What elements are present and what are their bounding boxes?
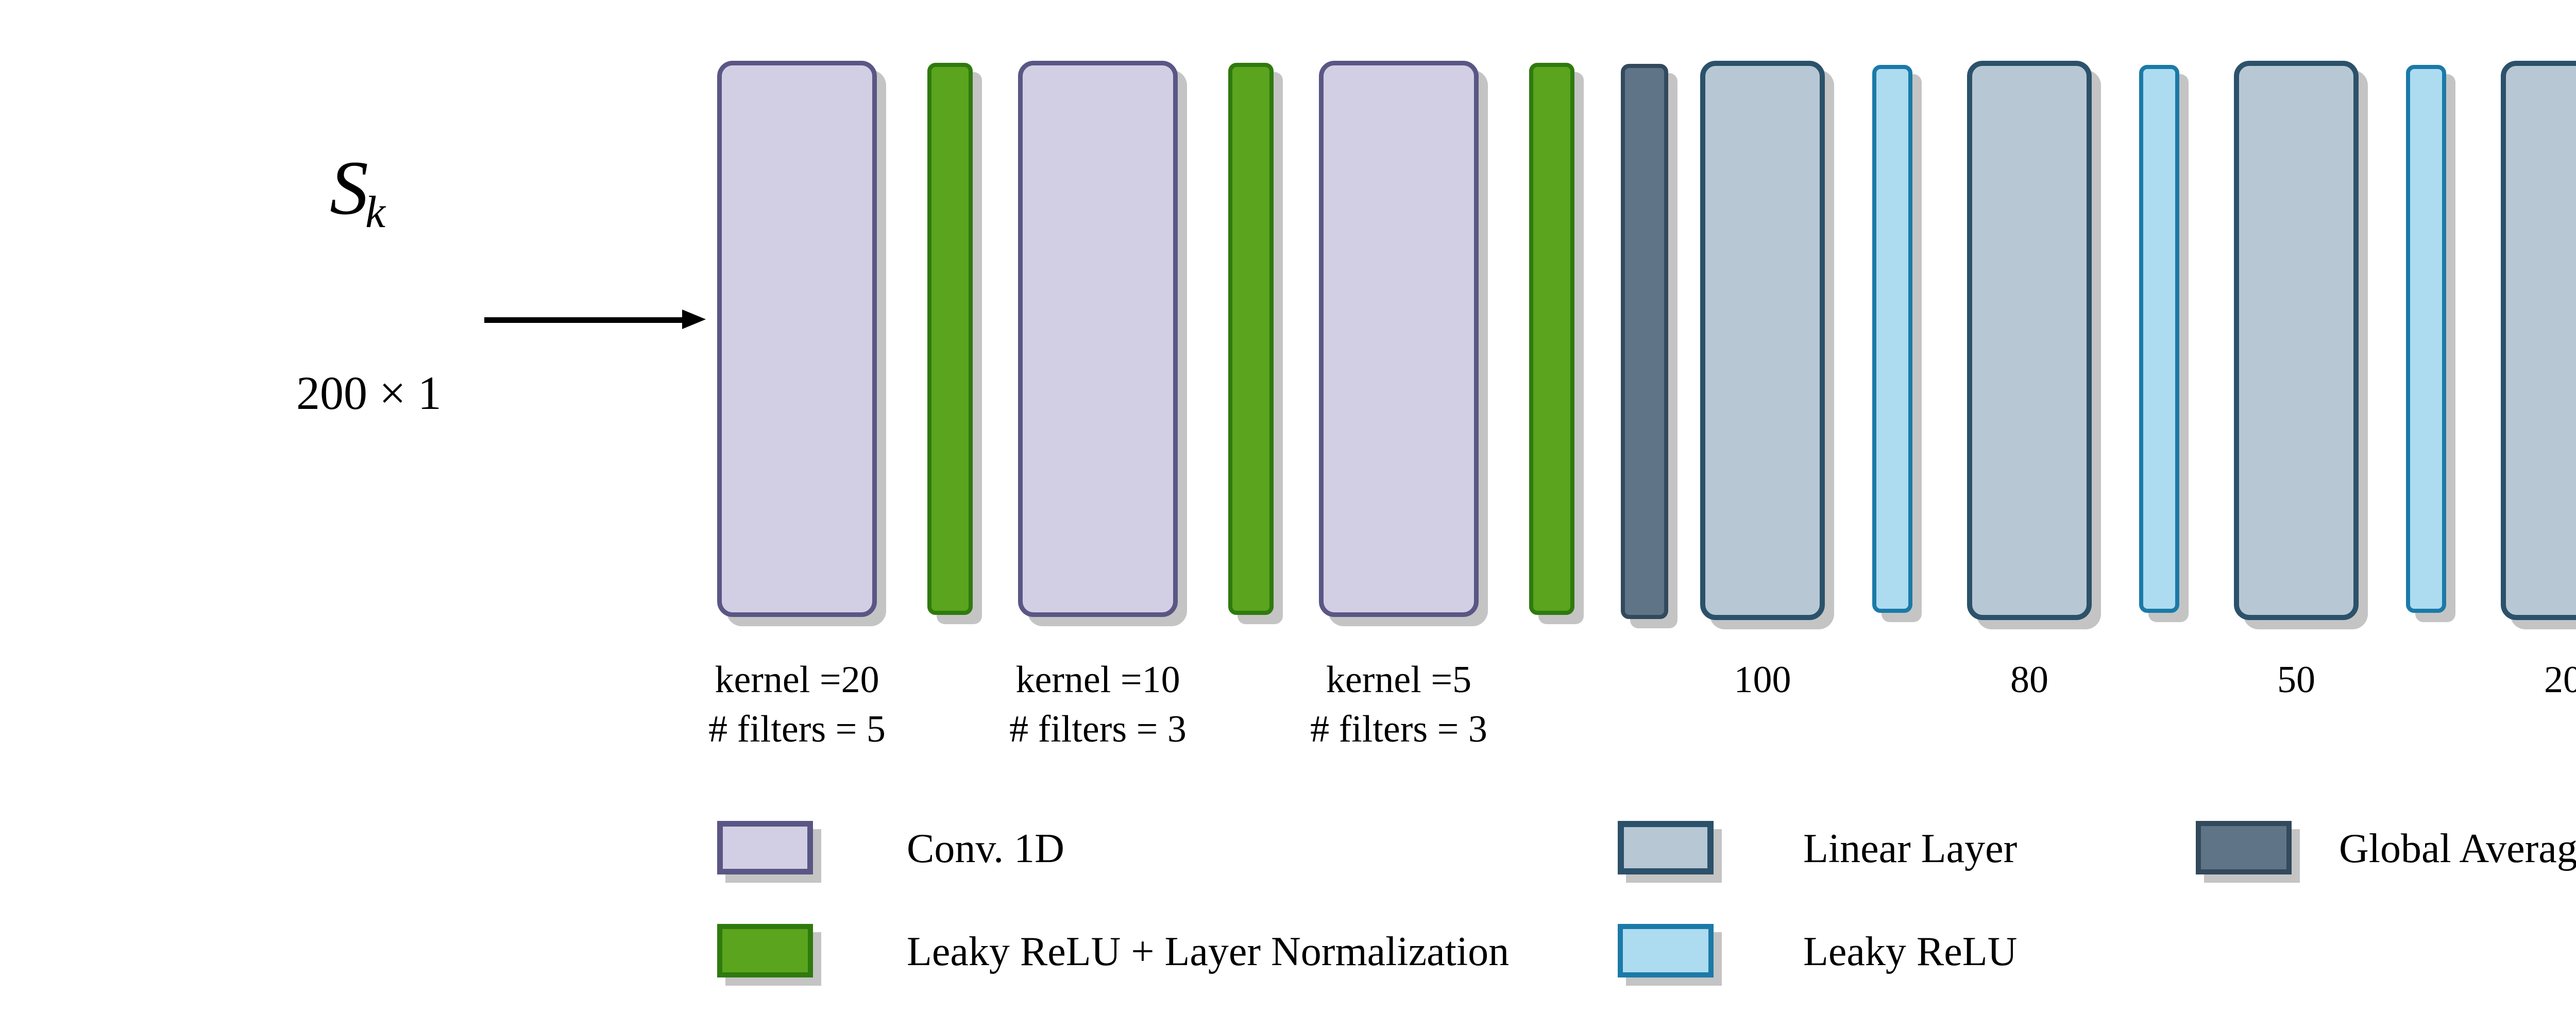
label-line-1: kernel =5 bbox=[1326, 659, 1472, 701]
swatch-body bbox=[717, 821, 813, 874]
legend-relu-text: Leaky ReLU bbox=[1803, 929, 2018, 974]
block-body bbox=[927, 63, 973, 615]
input-symbol-main: S bbox=[330, 145, 368, 231]
block-body bbox=[2406, 65, 2446, 613]
block-body bbox=[1018, 61, 1178, 617]
conv2-label: kernel =10 # filters = 3 bbox=[840, 655, 1355, 754]
input-dimensions-label: 200 × 1 bbox=[296, 367, 442, 419]
conv1d-block bbox=[1319, 61, 1488, 626]
leaky-relu-block bbox=[1872, 65, 1922, 622]
linear2-label: 80 bbox=[1772, 655, 2287, 705]
legend-green-text: Leaky ReLU + Layer Normalization bbox=[907, 929, 1510, 974]
label-line-1: kernel =20 bbox=[715, 659, 879, 701]
linear4-label: 20 bbox=[2306, 655, 2576, 705]
block-body bbox=[1621, 64, 1668, 619]
swatch-body bbox=[1618, 821, 1714, 874]
conv1-label: kernel =20 # filters = 5 bbox=[539, 655, 1055, 754]
linear-layer-block bbox=[2501, 61, 2576, 629]
label-line-1: kernel =10 bbox=[1015, 659, 1180, 701]
block-body bbox=[2234, 61, 2359, 620]
linear3-label: 50 bbox=[2039, 655, 2554, 705]
leaky-relu-layernorm-block bbox=[1529, 63, 1584, 624]
global-average-pooling-block bbox=[1621, 64, 1677, 628]
block-body bbox=[1967, 61, 2092, 620]
input-symbol-subscript: k bbox=[365, 187, 386, 238]
conv3-label: kernel =5 # filters = 3 bbox=[1141, 655, 1656, 754]
linear1-label: 100 bbox=[1505, 655, 2020, 705]
linear-layer-block bbox=[1700, 61, 1834, 629]
swatch-body bbox=[717, 924, 813, 977]
block-body bbox=[2139, 65, 2179, 613]
swatch-body bbox=[2196, 821, 2292, 874]
leaky-relu-layernorm-block bbox=[1228, 63, 1283, 624]
block-body bbox=[1529, 63, 1574, 615]
linear-layer-block bbox=[1967, 61, 2101, 629]
legend-linear-swatch bbox=[1618, 821, 1722, 883]
legend-gap-text: Global Average Pooling bbox=[2339, 826, 2576, 871]
leaky-relu-block bbox=[2139, 65, 2189, 622]
block-body bbox=[2501, 61, 2576, 620]
label-line-1: 20 bbox=[2544, 659, 2576, 701]
label-line-1: 80 bbox=[2010, 659, 2048, 701]
linear-layer-block bbox=[2234, 61, 2368, 629]
label-line-2: # filters = 3 bbox=[1310, 708, 1487, 751]
input-signal-symbol: Sk bbox=[330, 149, 385, 235]
label-line-1: 50 bbox=[2277, 659, 2315, 701]
legend-green-swatch bbox=[717, 924, 821, 986]
legend-conv-text: Conv. 1D bbox=[907, 826, 1064, 871]
legend-gap-swatch bbox=[2196, 821, 2300, 883]
swatch-body bbox=[1618, 924, 1714, 977]
block-body bbox=[717, 61, 877, 617]
block-body bbox=[1319, 61, 1479, 617]
block-body bbox=[1228, 63, 1274, 615]
legend-linear-text: Linear Layer bbox=[1803, 826, 2018, 871]
label-line-2: # filters = 5 bbox=[708, 708, 886, 751]
conv1d-block bbox=[717, 61, 886, 626]
label-line-2: # filters = 3 bbox=[1009, 708, 1187, 751]
input-arrow-icon bbox=[484, 310, 706, 329]
block-body bbox=[1872, 65, 1912, 613]
label-line-1: 100 bbox=[1734, 659, 1791, 701]
arrow-head bbox=[682, 310, 706, 329]
legend-relu-swatch bbox=[1618, 924, 1722, 986]
leaky-relu-layernorm-block bbox=[927, 63, 982, 624]
conv1d-block bbox=[1018, 61, 1187, 626]
block-body bbox=[1700, 61, 1825, 620]
arrow-shaft bbox=[484, 317, 685, 323]
leaky-relu-block bbox=[2406, 65, 2455, 622]
legend-conv-swatch bbox=[717, 821, 821, 883]
